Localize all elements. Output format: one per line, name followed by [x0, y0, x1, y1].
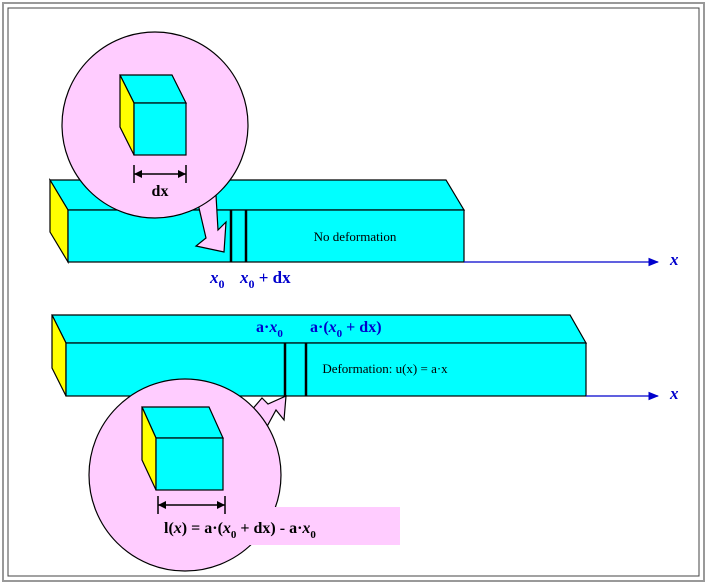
bottom-marker-a-x0-plus-dx: a·(x0 + dx)	[310, 319, 382, 340]
top-marker-x0-plus-dx: x0 + dx	[239, 268, 291, 291]
bottom-zoom-bubble: l(x) = a·(x0 + dx) - a·x0	[88, 378, 400, 572]
top-bar-caption: No deformation	[314, 229, 397, 244]
bottom-zoom-formula: l(x) = a·(x0 + dx) - a·x0	[164, 520, 316, 541]
top-cube-front	[133, 102, 187, 156]
top-marker-x0: x0	[209, 268, 225, 291]
bottom-marker-a-x0: a·x0	[256, 319, 283, 340]
top-dim-arrow-right	[178, 170, 186, 178]
top-dim-arrow-left	[134, 170, 142, 178]
bottom-axis-label: x	[669, 384, 679, 403]
bottom-dim-arrow-right	[217, 501, 225, 509]
top-bar-front-face	[67, 209, 465, 263]
inner-frame	[7, 7, 700, 577]
bottom-cube-front	[155, 437, 224, 491]
bottom-formula-box	[157, 507, 400, 545]
top-zoom-bubble: dx	[61, 31, 249, 253]
bottom-dim-arrow-left	[158, 501, 166, 509]
top-axis-label: x	[669, 250, 679, 269]
bottom-bar: Deformation: u(x) = a·x	[51, 314, 588, 397]
bottom-bar-caption: Deformation: u(x) = a·x	[322, 361, 448, 376]
bottom-bar-front-face	[65, 342, 587, 397]
top-zoom-width-label: dx	[152, 183, 169, 200]
